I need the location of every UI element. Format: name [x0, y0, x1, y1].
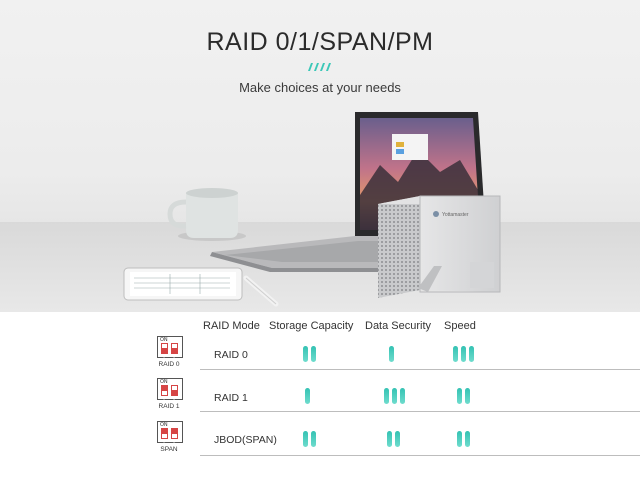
rating-bar [311, 431, 316, 447]
rating-bar [392, 388, 397, 404]
storage-capacity-rating [303, 431, 316, 447]
dip-switch-icon: ON 1 2 [157, 421, 183, 447]
row-divider [200, 369, 640, 370]
rating-bar [457, 388, 462, 404]
storage-capacity-rating [303, 346, 316, 362]
rating-bar [389, 346, 394, 362]
header-storage-capacity: Storage Capacity [269, 320, 354, 332]
switch-number: 1 [163, 357, 166, 362]
switch-on-label: ON [160, 379, 168, 385]
raid-mode-label: RAID 0 [214, 349, 248, 361]
switch-number: 2 [173, 357, 176, 362]
raid-mode-label: RAID 1 [214, 392, 248, 404]
rating-bar [303, 431, 308, 447]
switch-number: 1 [163, 442, 166, 447]
stylus-icon [243, 275, 279, 307]
hero-banner: RAID 0/1/SPAN/PM Make choices at your ne… [0, 0, 640, 312]
data-security-rating [389, 346, 394, 362]
mug-icon [167, 188, 246, 241]
speed-rating [457, 431, 470, 447]
rating-bar [395, 431, 400, 447]
rating-bar [465, 388, 470, 404]
speed-rating [453, 346, 474, 362]
switch-on-label: ON [160, 422, 168, 428]
header-data-security: Data Security [365, 320, 432, 332]
data-security-rating [384, 388, 405, 404]
rating-bar [387, 431, 392, 447]
data-security-rating [387, 431, 400, 447]
page-title: RAID 0/1/SPAN/PM [206, 28, 434, 56]
tablet-icon [123, 267, 243, 301]
dip-switch-icon: ON 1 2 [157, 336, 183, 362]
switch-number: 1 [163, 399, 166, 404]
switch-caption: SPAN [160, 446, 178, 453]
rating-bar [465, 431, 470, 447]
dip-switch-icon: ON 1 2 [157, 378, 183, 404]
accent-stripes-icon [308, 63, 331, 71]
rating-bar [461, 346, 466, 362]
rating-bar [469, 346, 474, 362]
rating-bar [303, 346, 308, 362]
rating-bar [457, 431, 462, 447]
rating-bar [311, 346, 316, 362]
switch-caption: RAID 0 [158, 361, 180, 368]
header-raid-mode: RAID Mode [203, 320, 260, 332]
raid-mode-label: JBOD(SPAN) [214, 434, 277, 446]
row-divider [200, 411, 640, 412]
rating-bar [400, 388, 405, 404]
row-divider [200, 455, 640, 456]
rating-bar [384, 388, 389, 404]
page-subtitle: Make choices at your needs [239, 80, 401, 95]
rating-bar [305, 388, 310, 404]
speed-rating [457, 388, 470, 404]
switch-on-label: ON [160, 337, 168, 343]
switch-number: 2 [173, 442, 176, 447]
header-speed: Speed [444, 320, 476, 332]
switch-caption: RAID 1 [158, 403, 180, 410]
rating-bar [453, 346, 458, 362]
drive-enclosure-icon: Yottamaster [378, 195, 501, 298]
switch-number: 2 [173, 399, 176, 404]
storage-capacity-rating [305, 388, 310, 404]
product-scene: Yottamaster [123, 112, 501, 307]
enclosure-brand: Yottamaster [442, 212, 469, 218]
